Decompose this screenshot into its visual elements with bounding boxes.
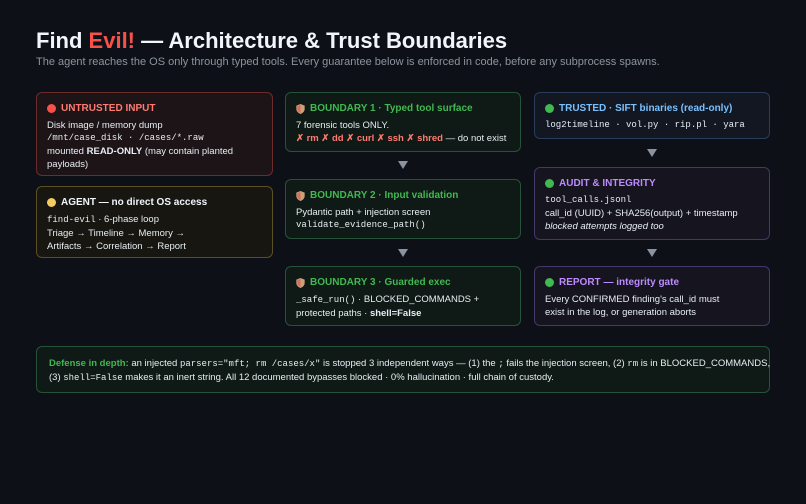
safe-run-function: _safe_run() (296, 295, 356, 305)
trusted-binaries-list: log2timeline · vol.py · rip.pl · yara (545, 120, 745, 130)
agent-line-2: Triage → Timeline → Memory → (47, 228, 185, 239)
untrusted-input-title: UNTRUSTED INPUT (61, 103, 156, 114)
defense-text-3: fails the injection screen, (2) (503, 358, 628, 369)
agent-loop-label: · 6-phase loop (95, 214, 159, 225)
read-only-label: READ-ONLY (86, 146, 143, 157)
green-circle-icon (545, 278, 554, 287)
shield-icon (296, 190, 305, 201)
defense-line-1: Defense in depth: an injected parsers="m… (49, 357, 770, 371)
untrusted-input-card: UNTRUSTED INPUT Disk image / memory dump… (36, 92, 273, 176)
defense-text-2: is stopped 3 independent ways — (1) the (320, 358, 499, 369)
red-circle-icon (47, 104, 56, 113)
green-circle-icon (545, 179, 554, 188)
report-line-1: Every CONFIRMED finding's call_id must (545, 294, 720, 305)
boundary-1-line-2-rest: — do not exist (442, 133, 507, 144)
boundary-1-card: BOUNDARY 1 · Typed tool surface 7 forens… (285, 92, 521, 152)
defense-in-depth-note: Defense in depth: an injected parsers="m… (36, 346, 770, 393)
shield-icon (296, 103, 305, 114)
boundary-3-line-1: _safe_run() · BLOCKED_COMMANDS + (296, 293, 510, 307)
arrow-down-icon (398, 249, 408, 257)
boundary-1-header: BOUNDARY 1 · Typed tool surface (296, 102, 510, 115)
trusted-binaries-card: TRUSTED · SIFT binaries (read-only) log2… (534, 92, 770, 139)
boundary-3-line-2-prefix: protected paths · (296, 308, 370, 319)
untrusted-line-3-suffix: (may contain planted (142, 146, 234, 157)
untrusted-line-4: payloads) (47, 159, 89, 170)
trusted-title: TRUSTED · SIFT binaries (read-only) (559, 103, 733, 114)
audit-line-3: blocked attempts logged too (545, 221, 664, 232)
boundary-1-line-1: 7 forensic tools ONLY. (296, 120, 390, 131)
defense-text-4: is in BLOCKED_COMMANDS, (638, 358, 771, 369)
blocked-commands-list: ✗ rm ✗ dd ✗ curl ✗ ssh ✗ shred (296, 133, 443, 144)
title-evil: Evil! (88, 28, 136, 53)
shell-false-label: shell=False (369, 308, 422, 319)
boundary-3-line-1-rest: · BLOCKED_COMMANDS + (355, 294, 480, 305)
boundary-2-card: BOUNDARY 2 · Input validation Pydantic p… (285, 179, 521, 239)
untrusted-line-3: mounted READ-ONLY (may contain planted (47, 145, 262, 158)
untrusted-line-3-prefix: mounted (47, 146, 87, 157)
audit-line-2: call_id (UUID) + SHA256(output) + timest… (545, 208, 738, 219)
audit-log-file: tool_calls.jsonl (545, 195, 632, 205)
green-circle-icon (545, 104, 554, 113)
defense-text-6: makes it an inert string. All 12 documen… (122, 372, 554, 383)
boundary-3-title: BOUNDARY 3 · Guarded exec (310, 277, 451, 288)
defense-text-5: (3) (49, 372, 64, 383)
defense-lead: Defense in depth: (49, 358, 129, 369)
boundary-1-line-2: ✗ rm ✗ dd ✗ curl ✗ ssh ✗ shred — do not … (296, 132, 510, 145)
shield-icon (296, 277, 305, 288)
agent-title: AGENT — no direct OS access (61, 197, 208, 208)
untrusted-input-header: UNTRUSTED INPUT (47, 102, 262, 115)
page-title: Find Evil! — Architecture & Trust Bounda… (36, 28, 507, 54)
arrow-down-icon (647, 149, 657, 157)
report-header: REPORT — integrity gate (545, 276, 759, 289)
boundary-2-title: BOUNDARY 2 · Input validation (310, 190, 459, 201)
title-prefix: Find (36, 28, 89, 53)
rm-token: rm (627, 359, 639, 369)
agent-command: find-evil (47, 215, 96, 225)
audit-header: AUDIT & INTEGRITY (545, 177, 759, 190)
audit-integrity-card: AUDIT & INTEGRITY tool_calls.jsonl call_… (534, 167, 770, 240)
boundary-1-title: BOUNDARY 1 · Typed tool surface (310, 103, 473, 114)
arrow-down-icon (647, 249, 657, 257)
boundary-2-header: BOUNDARY 2 · Input validation (296, 189, 510, 202)
arrow-down-icon (398, 161, 408, 169)
audit-title: AUDIT & INTEGRITY (559, 178, 656, 189)
title-suffix: — Architecture & Trust Boundaries (135, 28, 508, 53)
agent-line-3: Artifacts → Correlation → Report (47, 241, 186, 252)
untrusted-line-2: /mnt/case_disk · /cases/*.raw (47, 133, 204, 143)
shell-false-token: shell=False (63, 373, 123, 383)
semicolon-token: ; (498, 359, 504, 369)
report-line-2: exist in the log, or generation aborts (545, 307, 697, 318)
report-gate-card: REPORT — integrity gate Every CONFIRMED … (534, 266, 770, 326)
agent-header: AGENT — no direct OS access (47, 196, 262, 209)
page-subtitle: The agent reaches the OS only through ty… (36, 56, 660, 68)
boundary-3-header: BOUNDARY 3 · Guarded exec (296, 276, 510, 289)
agent-card: AGENT — no direct OS access find-evil · … (36, 186, 273, 258)
defense-line-2: (3) shell=False makes it an inert string… (49, 371, 757, 385)
boundary-2-line-1: Pydantic path + injection screen (296, 207, 431, 218)
injected-payload: parsers="mft; rm /cases/x" (179, 359, 321, 369)
agent-line-1: find-evil · 6-phase loop (47, 213, 262, 227)
defense-text-1: an injected (128, 358, 180, 369)
trusted-header: TRUSTED · SIFT binaries (read-only) (545, 102, 759, 115)
report-title: REPORT — integrity gate (559, 277, 680, 288)
untrusted-line-1: Disk image / memory dump (47, 120, 163, 131)
boundary-3-line-2: protected paths · shell=False (296, 307, 510, 320)
boundary-3-card: BOUNDARY 3 · Guarded exec _safe_run() · … (285, 266, 521, 326)
yellow-circle-icon (47, 198, 56, 207)
boundary-2-line-2: validate_evidence_path() (296, 220, 426, 230)
